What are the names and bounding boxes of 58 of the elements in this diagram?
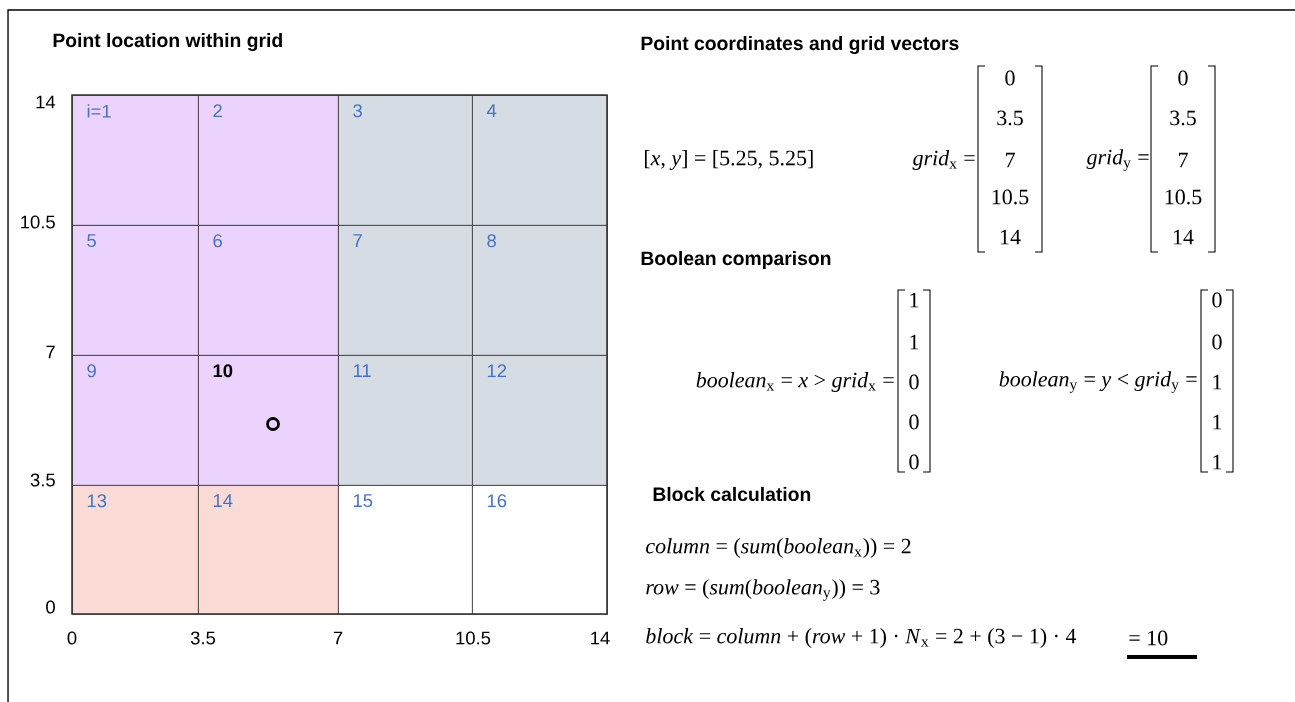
matrix-entry: 14: [1173, 229, 1194, 245]
formula-result: = 10: [1129, 630, 1168, 646]
grid-cell: 15: [338, 485, 473, 615]
grid-cell: 13: [72, 485, 199, 615]
matrix-entry: 0: [909, 454, 919, 470]
matrix-entry: 0: [909, 414, 919, 430]
axis-tick-label: 14: [36, 95, 56, 109]
matrix-entry: 1: [910, 292, 919, 308]
matrix-entry: 0: [1212, 292, 1222, 308]
grid-cell: 9: [72, 355, 199, 486]
heading: Point coordinates and grid vectors: [641, 35, 959, 55]
formula: block = column + (row + 1) · N$_{x}$ = 2 + (3 − 1) · 4: [646, 628, 1077, 648]
grid-cell: 6: [198, 225, 339, 356]
heading: Point location within grid: [53, 32, 282, 52]
heading: Block calculation: [653, 486, 811, 502]
grid-cell: 10: [198, 355, 339, 486]
formula: boolean$_{y}$ = y < grid$_{y}$ =: [999, 371, 1197, 393]
axis-tick-label: 10.5: [21, 215, 55, 229]
matrix-entry: 10.5: [1165, 189, 1202, 205]
grid-cell: 14: [198, 485, 339, 615]
grid-cell: 5: [72, 225, 199, 356]
grid-cell: 3: [338, 95, 473, 226]
matrix-entry: 1: [910, 334, 919, 350]
matrix-entry: 7: [1006, 152, 1015, 168]
matrix-entry: 1: [1213, 374, 1222, 390]
axis-tick-label: 0: [46, 600, 55, 614]
matrix-entry: 0: [1178, 70, 1188, 86]
axis-tick-label: 3.5: [30, 473, 55, 487]
grid-cell: 11: [338, 355, 473, 486]
matrix-entry: 0: [1212, 334, 1222, 350]
grid-cell: 16: [472, 485, 608, 615]
axis-tick-label: 0: [67, 631, 77, 645]
grid-cell: 4: [472, 95, 608, 226]
formula: grid$_{x}$ =: [912, 150, 975, 170]
formula: row = (sum(boolean$_{y}$)) = 3: [646, 579, 880, 601]
formula: boolean$_{x}$ = x > grid$_{x}$ =: [696, 372, 894, 392]
grid-cell: 8: [472, 225, 608, 356]
matrix-entry: 14: [1000, 229, 1021, 245]
axis-tick-label: 7: [46, 345, 55, 359]
formula: [x, y] = [5.25, 5.25]: [645, 150, 813, 170]
matrix-entry: 3.5: [997, 110, 1023, 126]
axis-tick-label: 10.5: [456, 631, 491, 645]
grid-cell: 12: [472, 355, 608, 486]
grid-cell: 2: [198, 95, 339, 226]
matrix-entry: 1: [1213, 454, 1222, 470]
axis-tick-label: 3.5: [190, 631, 216, 645]
formula: column = (sum(boolean$_{x}$)) = 2: [646, 538, 911, 558]
grid-cell: 7: [338, 225, 473, 356]
matrix-entry: 7: [1179, 152, 1188, 168]
matrix-entry: 0: [1005, 70, 1015, 86]
heading: Boolean comparison: [641, 251, 831, 269]
axis-tick-label: 7: [333, 631, 343, 645]
matrix-entry: 3.5: [1170, 110, 1196, 126]
grid-cell: i=1: [72, 95, 199, 226]
matrix-entry: 1: [1213, 414, 1222, 430]
formula: grid$_{y}$ =: [1086, 149, 1149, 171]
matrix-entry: 10.5: [992, 189, 1029, 205]
matrix-entry: 0: [909, 374, 919, 390]
